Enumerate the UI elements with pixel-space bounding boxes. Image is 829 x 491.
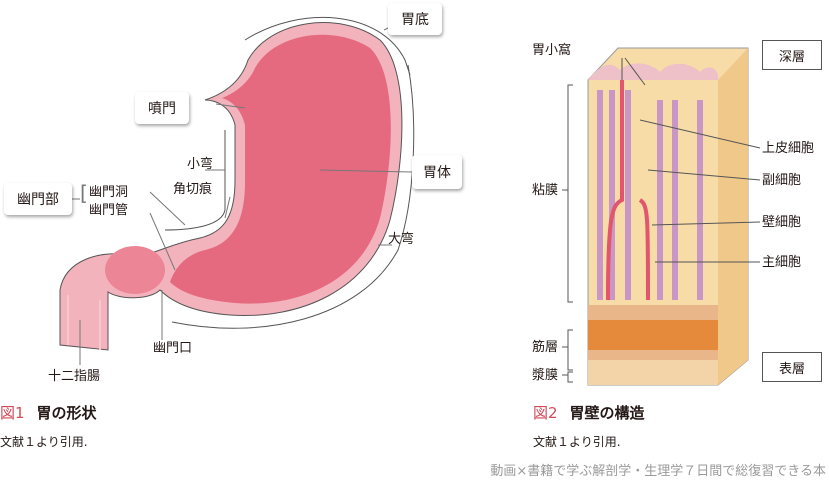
stomach-illustration (59, 17, 415, 365)
label-lesser-curvature: 小弯 (187, 157, 214, 172)
label-pylorus: 幽門口 (153, 341, 193, 356)
label-deep-layer: 深層 (762, 40, 822, 70)
label-epithelial-cell: 上皮細胞 (762, 141, 815, 156)
bracket: [ (80, 181, 88, 205)
figure2-caption: 図2 胃壁の構造 (533, 402, 645, 423)
figure1-number: 図1 (0, 404, 25, 422)
figure2-title: 胃壁の構造 (569, 404, 645, 422)
label-accessory-cell: 副細胞 (762, 173, 802, 188)
label-greater-curvature: 大弯 (388, 232, 415, 247)
label-mucosa: 粘膜 (532, 183, 559, 198)
label-duodenum: 十二指腸 (48, 369, 101, 384)
label-surface-layer: 表層 (762, 352, 822, 382)
label-chief-cell: 主細胞 (762, 255, 802, 270)
label-pyloric-part: 幽門部 (4, 183, 72, 215)
figure1-source: 文献１より引用. (0, 435, 88, 449)
figure2-number: 図2 (533, 404, 558, 422)
label-pyloric-antrum: 幽門洞 (89, 185, 129, 200)
label-pyloric-canal: 幽門管 (89, 203, 129, 218)
gastric-wall-illustration (562, 47, 761, 386)
figure1-title: 胃の形状 (36, 404, 97, 422)
book-title-footer: 動画×書籍で学ぶ解剖学・生理学７日間で総復習できる本 (490, 464, 826, 479)
figure2-source: 文献１より引用. (533, 435, 621, 449)
label-cardia: 噴門 (135, 92, 189, 124)
label-angular-notch: 角切痕 (173, 182, 213, 197)
label-muscle-layer: 筋層 (532, 340, 559, 355)
label-body: 胃体 (412, 155, 462, 189)
label-fundus: 胃底 (388, 3, 442, 35)
label-parietal-cell: 壁細胞 (762, 215, 802, 230)
label-gastric-pit: 胃小窩 (532, 43, 572, 58)
figure1-caption: 図1 胃の形状 (0, 402, 97, 423)
label-serosa: 漿膜 (532, 368, 559, 383)
